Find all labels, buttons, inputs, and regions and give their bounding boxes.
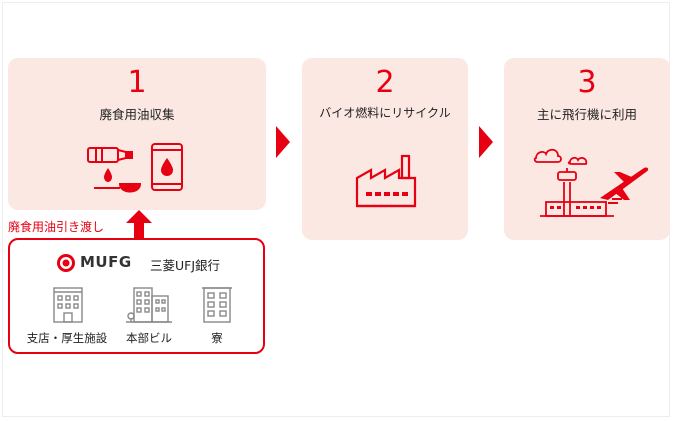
handover-label: 廃食用油引き渡し — [8, 220, 105, 234]
bank-box: MUFG 三菱UFJ銀行 支店・厚生施設 本部ビル — [8, 238, 265, 354]
building-label-branch: 支店・厚生施設 — [26, 331, 108, 345]
step-3-card: 3 主に飛行機に利用 — [504, 58, 670, 240]
step-1-title: 廃食用油収集 — [99, 107, 175, 122]
step-2-card: 2 バイオ燃料にリサイクル — [302, 58, 468, 240]
step-2-number: 2 — [375, 65, 395, 100]
step-3-title: 主に飛行機に利用 — [536, 107, 637, 122]
dormitory-building-icon — [202, 287, 232, 323]
step-1-card: 1 廃食用油収集 — [8, 58, 266, 210]
flow-arrow-1-2 — [276, 126, 290, 158]
handover-up-arrow — [126, 210, 152, 240]
flow-arrow-2-3 — [479, 126, 493, 158]
airport-airplane-icon — [533, 148, 649, 217]
step-2-title: バイオ燃料にリサイクル — [319, 106, 451, 120]
oil-bottle-ladle-drum-icon — [87, 143, 183, 193]
headquarters-building-icon — [126, 287, 172, 323]
step-3-number: 3 — [577, 65, 597, 100]
factory-icon — [355, 154, 417, 208]
bank-name: 三菱UFJ銀行 — [150, 258, 221, 273]
building-label-headquarters: 本部ビル — [126, 331, 172, 345]
branch-building-icon — [53, 287, 83, 323]
building-label-dormitory: 寮 — [211, 331, 223, 345]
step-1-number: 1 — [127, 65, 147, 100]
mufg-logo-text: MUFG — [80, 253, 132, 271]
mufg-logo-icon — [57, 254, 75, 272]
